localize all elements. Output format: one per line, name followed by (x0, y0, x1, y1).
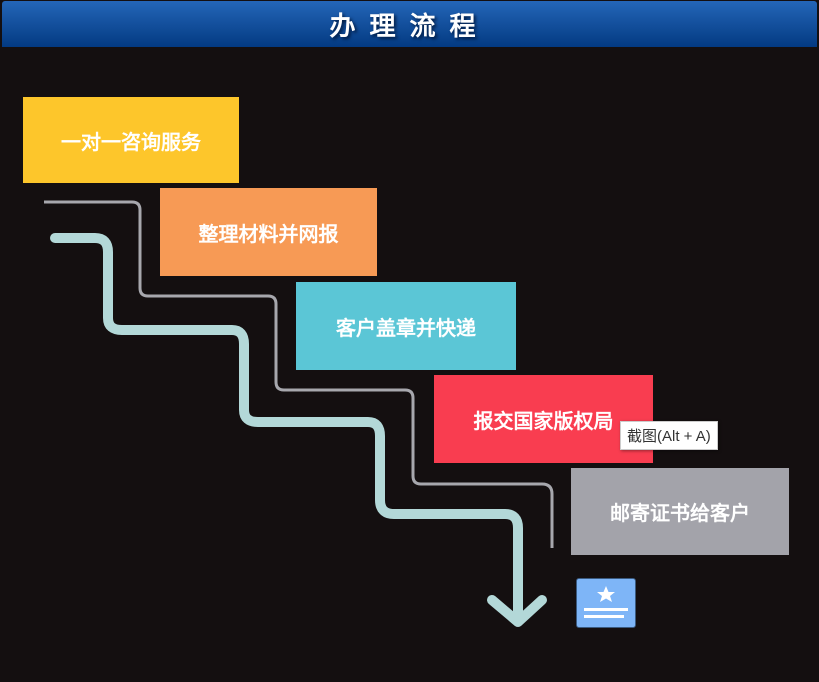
screenshot-tooltip: 截图(Alt + A) (620, 421, 718, 450)
step-5: 邮寄证书给客户 (571, 468, 789, 555)
arrow-head-icon (487, 595, 547, 627)
page-title: 办理流程 (329, 11, 490, 42)
teal-step-arrow (50, 233, 523, 625)
step-label: 邮寄证书给客户 (610, 501, 750, 525)
step-3: 客户盖章并快递 (296, 282, 516, 370)
step-label: 整理材料并网报 (198, 221, 339, 246)
step-label: 客户盖章并快递 (336, 315, 476, 340)
page-header: 办理流程 (2, 1, 817, 47)
grey-step-line (44, 200, 554, 548)
step-4: 报交国家版权局 (434, 375, 653, 463)
step-1: 一对一咨询服务 (23, 97, 239, 183)
certificate-icon (576, 578, 636, 628)
step-label: 报交国家版权局 (473, 408, 614, 433)
step-2: 整理材料并网报 (160, 188, 377, 276)
step-label: 一对一咨询服务 (61, 129, 201, 154)
